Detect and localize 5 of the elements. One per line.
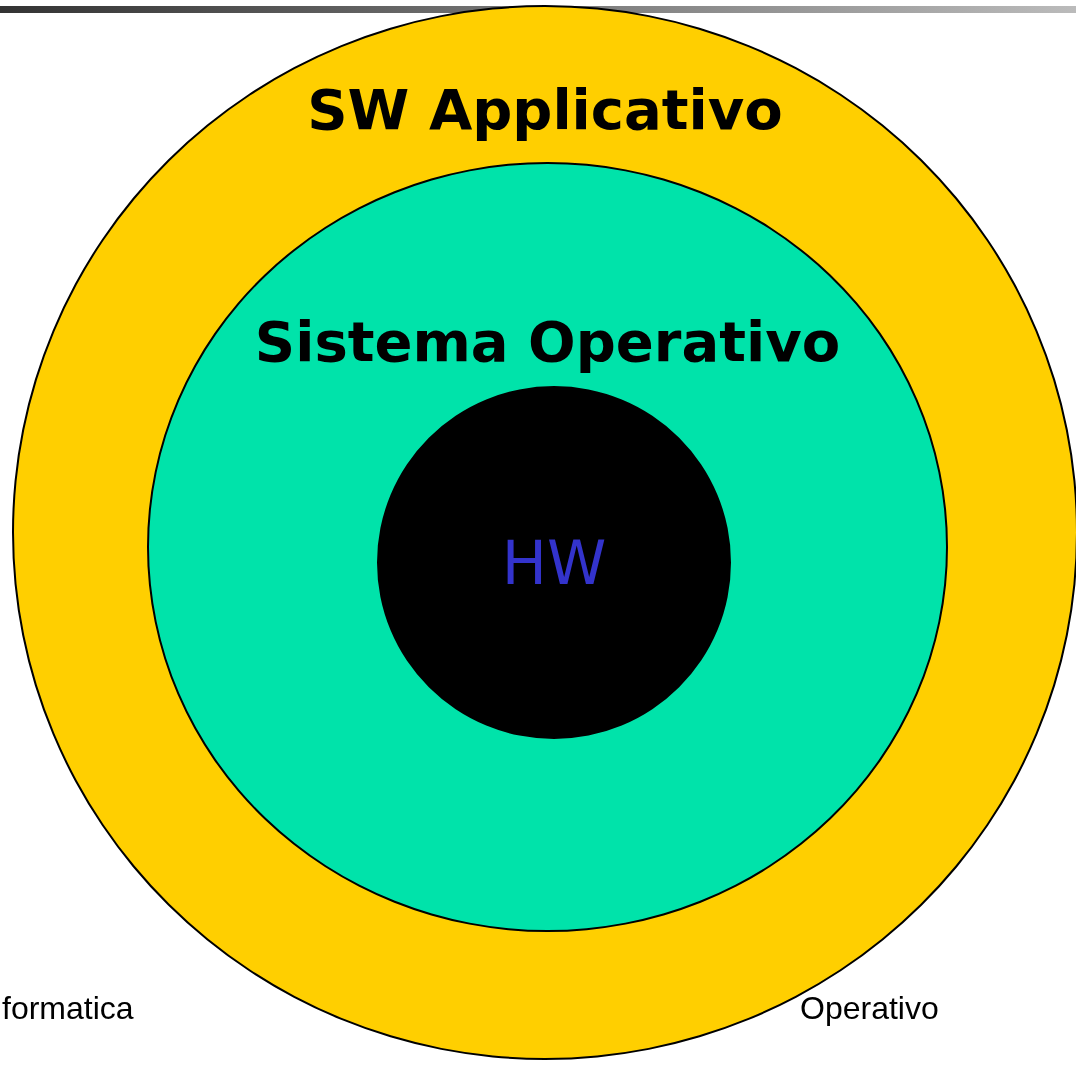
footer-text: formatica — [2, 990, 134, 1027]
layer-title: HW — [501, 528, 607, 598]
layer-title: Sistema Operativo — [254, 309, 841, 374]
footer-text: Operativo — [800, 990, 939, 1027]
layer-title: SW Applicativo — [307, 77, 783, 142]
